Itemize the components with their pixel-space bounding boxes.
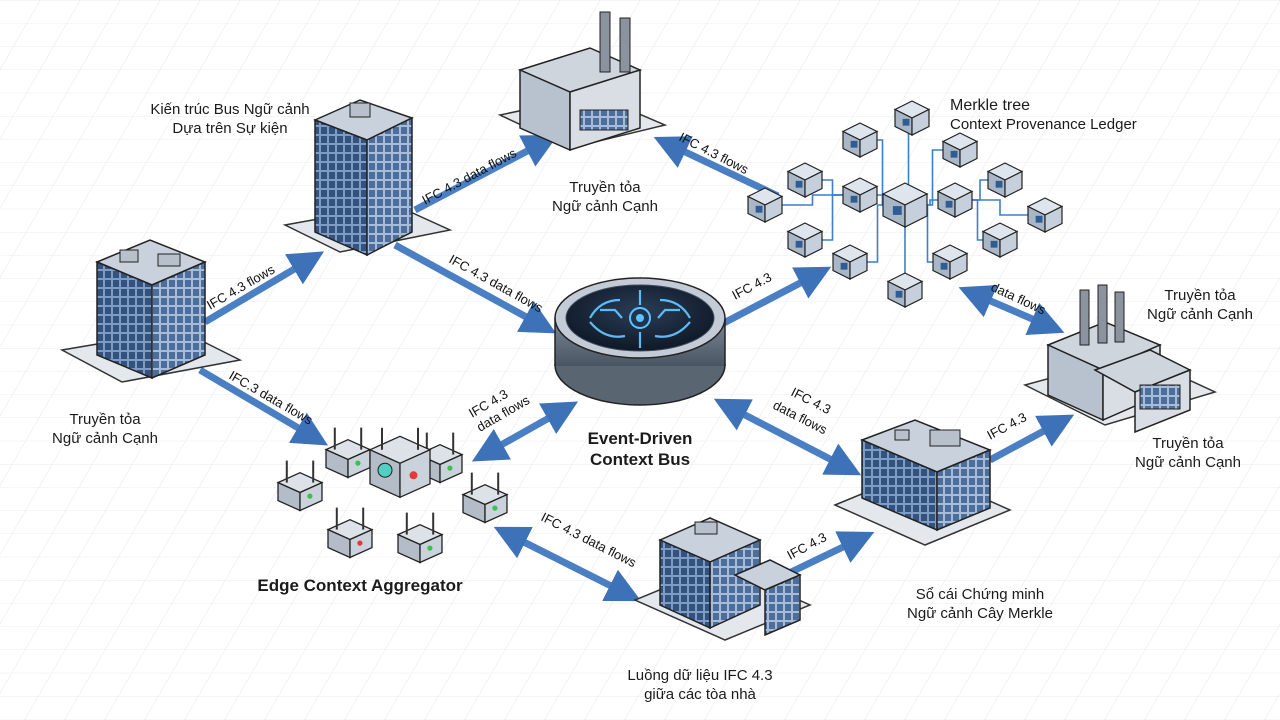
context-bus-label: Event-Driven Context Bus — [560, 428, 720, 470]
edge-router — [324, 427, 372, 479]
merkle-node — [746, 187, 784, 223]
edge-router — [461, 472, 509, 524]
arrow-rightbuilding-factory — [988, 414, 1075, 464]
arrow-left-to-topleft — [203, 251, 325, 326]
merkle-tree-ledger — [746, 100, 1064, 308]
merkle-subtitle: Context Provenance Ledger — [950, 116, 1137, 133]
right-lower-line1: Truyền tỏa — [1152, 435, 1224, 452]
ledger-line1: Sổ cái Chứng minh — [915, 586, 1045, 603]
right-factory-line1: Truyền tỏa — [1164, 287, 1236, 304]
edge-router — [396, 512, 444, 564]
edge-router — [326, 507, 374, 559]
arrow-aggregator-bottom — [493, 526, 642, 602]
left-line1: Truyền tỏa — [69, 411, 141, 428]
event-driven-context-bus — [554, 277, 726, 406]
merkle-node — [931, 244, 969, 280]
edge-router — [368, 427, 432, 499]
arrow-bus-rightbuilding — [713, 398, 862, 476]
top-factory-line1: Truyền tỏa — [569, 179, 641, 196]
arrow-bottom-to-right — [783, 531, 875, 579]
right-lower-line2: Ngữ cảnh Cạnh — [1135, 454, 1241, 471]
merkle-node — [786, 222, 824, 258]
left-label: Truyền tỏa Ngữ cảnh Cạnh — [20, 410, 190, 448]
merkle-node — [886, 272, 924, 308]
bus-architecture-label: Kiến trúc Bus Ngữ cảnh Dựa trên Sự kiện — [130, 100, 330, 138]
aggregator-label: Edge Context Aggregator — [257, 576, 463, 595]
office-building-bottom — [633, 517, 812, 641]
office-tower-topleft — [282, 99, 453, 257]
right-factory-line2: Ngữ cảnh Cạnh — [1147, 306, 1253, 323]
edge-context-aggregator — [276, 427, 509, 564]
dataflow-line2: giữa các tòa nhà — [644, 686, 756, 703]
office-building-right — [833, 419, 1012, 546]
context-bus-line2: Context Bus — [589, 450, 691, 469]
merkle-node — [841, 122, 879, 158]
dataflow-line1: Luồng dữ liệu IFC 4.3 — [627, 667, 773, 684]
office-tower-left — [59, 239, 243, 383]
top-factory-label: Truyền tỏa Ngữ cảnh Cạnh — [520, 178, 690, 216]
right-factory-label: Truyền tỏa Ngữ cảnh Cạnh — [1120, 286, 1280, 324]
merkle-node — [941, 132, 979, 168]
merkle-node — [986, 162, 1024, 198]
factory-right — [1022, 284, 1218, 434]
ledger-line2: Ngữ cảnh Cây Merkle — [907, 605, 1053, 622]
bus-architecture-line2: Dựa trên Sự kiện — [172, 120, 288, 137]
merkle-title: Merkle tree — [950, 97, 1031, 114]
context-bus-line1: Event-Driven — [587, 429, 693, 448]
merkle-node — [881, 182, 929, 228]
arrow-aggregator-bus — [471, 401, 579, 462]
bus-architecture-line1: Kiến trúc Bus Ngữ cảnh — [150, 101, 310, 118]
dataflow-label: Luồng dữ liệu IFC 4.3 giữa các tòa nhà — [590, 666, 810, 704]
merkle-node — [893, 100, 931, 136]
edge-router — [276, 460, 324, 512]
merkle-node — [786, 162, 824, 198]
arrow-left-to-aggregator — [198, 366, 329, 446]
top-factory-line2: Ngữ cảnh Cạnh — [552, 198, 658, 215]
data-flow-arrows — [198, 134, 1075, 602]
arrow-factory-merkle — [653, 136, 780, 200]
arrow-building-to-factory — [413, 134, 559, 214]
ledger-label: Sổ cái Chứng minh Ngữ cảnh Cây Merkle — [880, 585, 1080, 623]
arrow-bus-to-merkle — [718, 266, 832, 329]
arrow-merkle-factory — [958, 284, 1065, 336]
left-line2: Ngữ cảnh Cạnh — [52, 430, 158, 447]
merkle-node — [936, 182, 974, 218]
merkle-node — [981, 222, 1019, 258]
right-lower-label: Truyền tỏa Ngữ cảnh Cạnh — [1108, 434, 1268, 472]
merkle-node — [831, 244, 869, 280]
merkle-node — [1026, 197, 1064, 233]
arrow-topleft-to-bus — [393, 241, 557, 334]
factory-top — [497, 11, 668, 152]
merkle-node — [841, 177, 879, 213]
merkle-label: Merkle tree Context Provenance Ledger — [950, 96, 1137, 134]
